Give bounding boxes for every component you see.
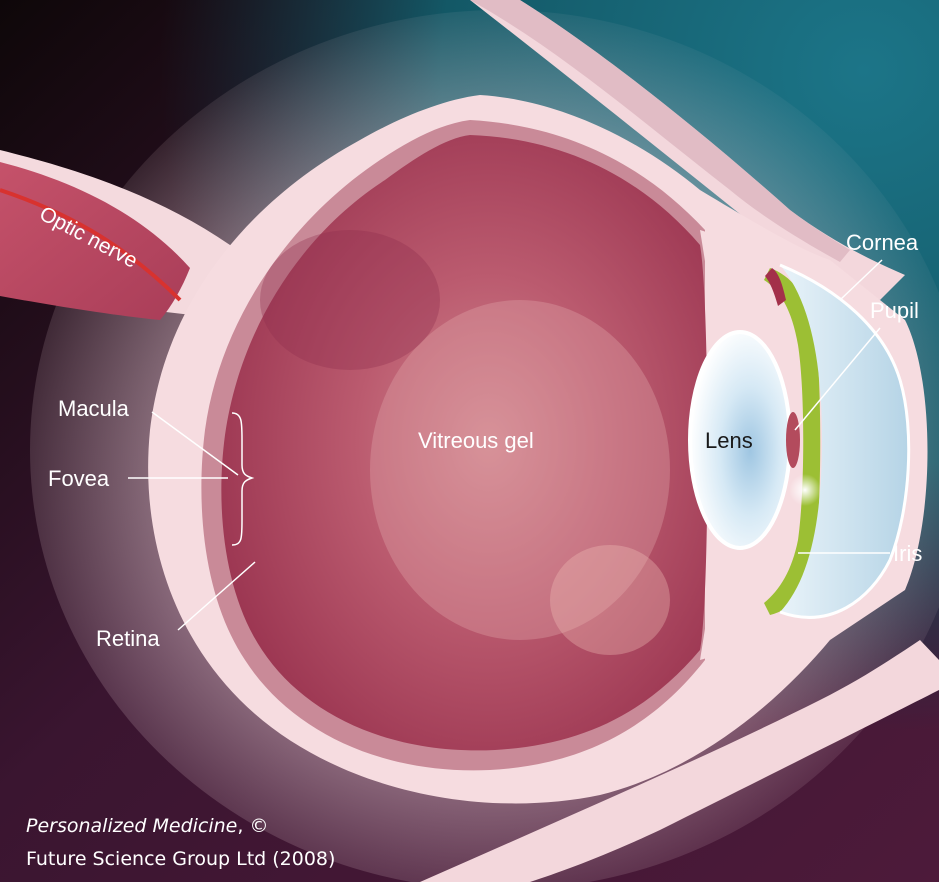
credit-journal: Personalized Medicine (26, 815, 237, 837)
vitreous-gel-label: Vitreous gel (418, 428, 534, 453)
pupil-label: Pupil (870, 298, 919, 323)
retina-label: Retina (96, 626, 160, 651)
credit-line-1: Personalized Medicine, © (26, 815, 268, 837)
credit-copyright: , © (237, 815, 268, 837)
vitreous-highlight-2 (550, 545, 670, 655)
fovea-label: Fovea (48, 466, 110, 491)
iris-label: Iris (893, 541, 922, 566)
macula-label: Macula (58, 396, 130, 421)
vitreous-shadow (260, 230, 440, 370)
lens-label: Lens (705, 428, 753, 453)
light-glint (789, 474, 821, 506)
credit-line-2: Future Science Group Ltd (2008) (26, 848, 335, 870)
pupil (786, 412, 800, 468)
cornea-label: Cornea (846, 230, 919, 255)
